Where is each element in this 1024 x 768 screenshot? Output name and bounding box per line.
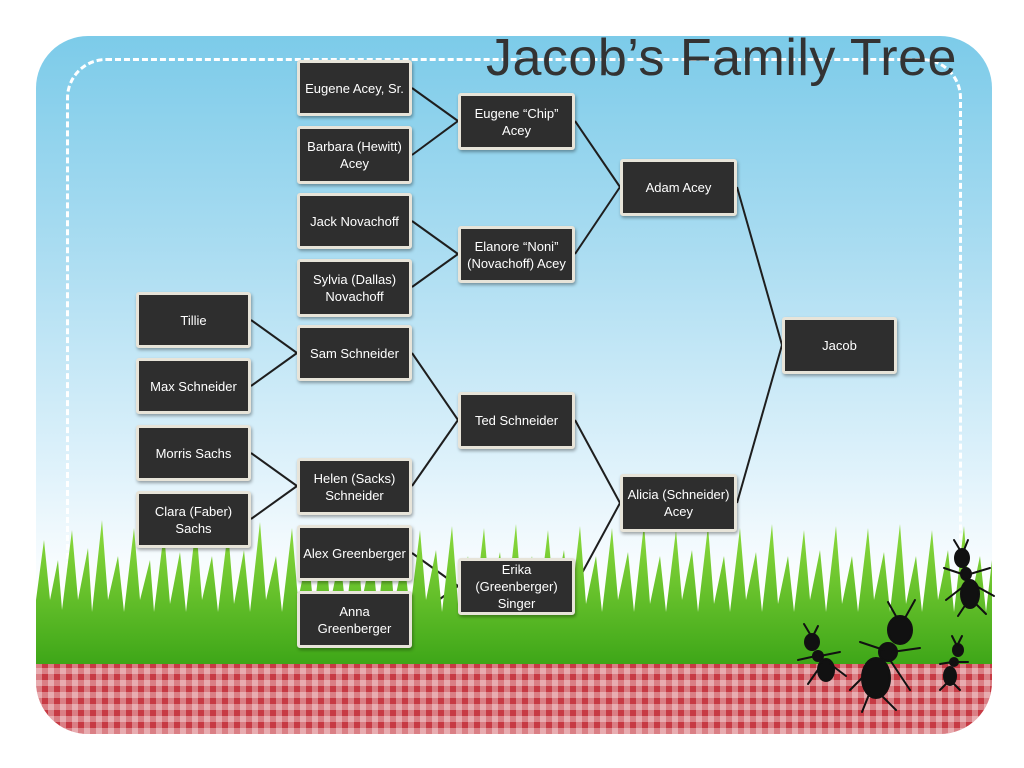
person-box-anna-greenberger: Anna Greenberger bbox=[297, 591, 412, 648]
person-box-tillie: Tillie bbox=[136, 292, 251, 348]
person-box-sylvia-novachoff: Sylvia (Dallas) Novachoff bbox=[297, 259, 412, 317]
person-box-chip-acey: Eugene “Chip” Acey bbox=[458, 93, 575, 150]
person-box-erika-singer: Erika (Greenberger) Singer bbox=[458, 558, 575, 615]
person-box-jack-novachoff: Jack Novachoff bbox=[297, 193, 412, 249]
person-box-eugene-acey-sr: Eugene Acey, Sr. bbox=[297, 60, 412, 116]
person-box-alex-greenberger: Alex Greenberger bbox=[297, 525, 412, 581]
person-box-jacob: Jacob bbox=[782, 317, 897, 374]
person-box-sam-schneider: Sam Schneider bbox=[297, 325, 412, 381]
person-box-barbara-acey: Barbara (Hewitt) Acey bbox=[297, 126, 412, 184]
person-box-ted-schneider: Ted Schneider bbox=[458, 392, 575, 449]
person-box-morris-sachs: Morris Sachs bbox=[136, 425, 251, 481]
person-box-max-schneider: Max Schneider bbox=[136, 358, 251, 414]
page-title: Jacob’s Family Tree bbox=[486, 29, 957, 87]
person-box-alicia-acey: Alicia (Schneider) Acey bbox=[620, 474, 737, 532]
person-box-adam-acey: Adam Acey bbox=[620, 159, 737, 216]
person-box-helen-schneider: Helen (Sacks) Schneider bbox=[297, 458, 412, 515]
person-box-noni-acey: Elanore “Noni” (Novachoff) Acey bbox=[458, 226, 575, 283]
person-box-clara-sachs: Clara (Faber) Sachs bbox=[136, 491, 251, 548]
